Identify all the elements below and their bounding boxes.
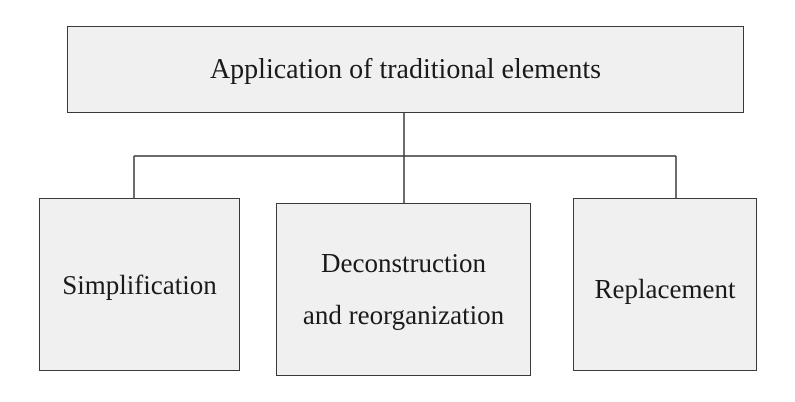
child-node-label: Deconstruction and reorganization — [302, 248, 505, 330]
child-node-simplification: Simplification — [39, 198, 240, 371]
child-node-label: Simplification — [62, 270, 217, 301]
root-node-label: Application of traditional elements — [209, 53, 602, 85]
child-node-label: Replacement — [594, 274, 736, 305]
root-node: Application of traditional elements — [67, 26, 744, 113]
child-node-deconstruction: Deconstruction and reorganization — [276, 203, 531, 376]
child-node-replacement: Replacement — [573, 198, 757, 371]
